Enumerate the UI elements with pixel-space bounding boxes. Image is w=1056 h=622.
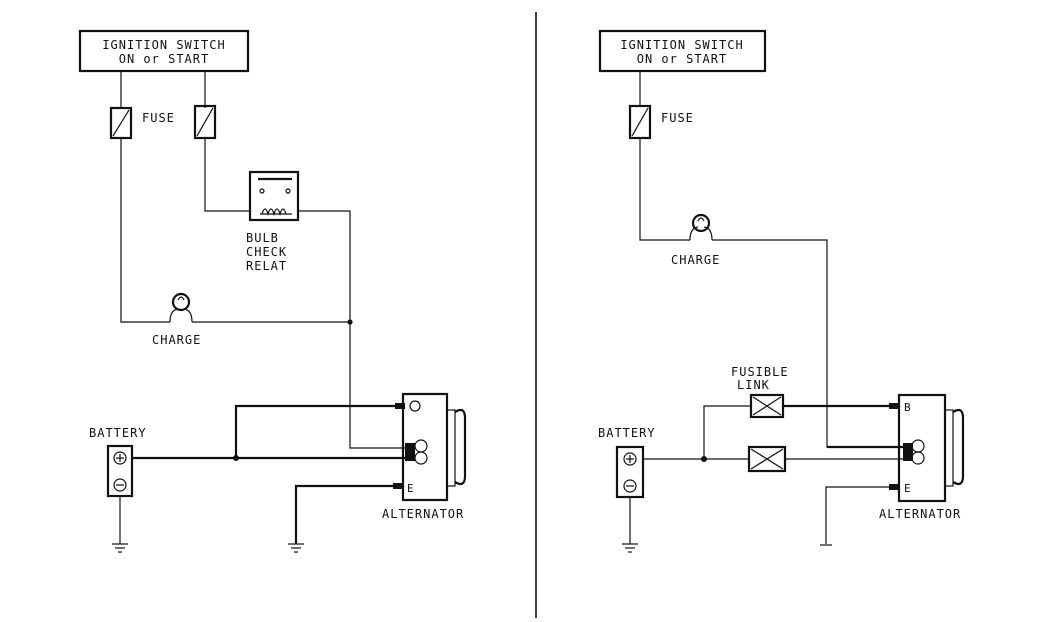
right-switch-label-1: IGNITION SWITCH — [620, 38, 743, 52]
right-switch-label-2: ON or START — [637, 52, 727, 66]
left-fuse-2 — [193, 104, 217, 140]
left-charge-lamp — [169, 292, 193, 323]
left-switch-label-2: ON or START — [119, 52, 209, 66]
right-wire — [712, 239, 905, 448]
left-relay-label-1: BULB — [246, 231, 279, 245]
right-junction-dot — [701, 456, 707, 462]
left-switch-label-1: IGNITION SWITCH — [102, 38, 225, 52]
right-battery — [615, 445, 645, 499]
right-fuse — [628, 104, 652, 140]
right-terminal-b: B — [904, 401, 912, 414]
left-ground-icon — [112, 543, 128, 553]
right-terminal-e: E — [904, 482, 912, 495]
right-alternator — [889, 393, 965, 503]
left-alternator-label: ALTERNATOR — [382, 507, 464, 521]
left-wire — [204, 138, 250, 212]
left-terminal-e: E — [407, 482, 415, 495]
left-wire — [234, 404, 405, 458]
right-ignition-switch: IGNITION SWITCH ON or START — [598, 29, 767, 73]
right-fusible-label-1: FUSIBLE — [731, 365, 789, 379]
right-charge-lamp — [689, 213, 713, 241]
left-battery-label: BATTERY — [89, 426, 147, 440]
left-bulb-check-relay — [248, 170, 300, 222]
left-junction-dot — [233, 455, 239, 461]
left-wire — [120, 138, 170, 323]
right-battery-label: BATTERY — [598, 426, 656, 440]
left-relay-label-2: CHECK — [246, 245, 287, 259]
left-fuse-label: FUSE — [142, 111, 175, 125]
left-battery — [106, 444, 134, 498]
right-wire — [639, 138, 690, 241]
left-charge-label: CHARGE — [152, 333, 201, 347]
left-ground-icon — [288, 543, 304, 553]
right-fusible-link-2 — [747, 445, 787, 473]
left-relay-label-3: RELAT — [246, 259, 287, 273]
left-wire — [298, 210, 413, 449]
left-diagram: IGNITION SWITCH ON or START FUSE — [78, 29, 467, 553]
left-fuse-1 — [109, 106, 133, 140]
right-charge-label: CHARGE — [671, 253, 720, 267]
left-ignition-switch: IGNITION SWITCH ON or START — [78, 29, 250, 73]
right-wire — [703, 405, 751, 459]
left-alternator — [393, 392, 467, 502]
right-fusible-link-1 — [749, 393, 785, 419]
right-diagram: IGNITION SWITCH ON or START FUSE CHARGE … — [598, 29, 965, 553]
left-junction-dot — [347, 319, 353, 325]
left-wire — [294, 484, 395, 544]
right-fuse-label: FUSE — [661, 111, 694, 125]
right-wire — [825, 486, 889, 544]
right-ground-icon — [622, 543, 638, 553]
right-fusible-label-2: LINK — [737, 378, 770, 392]
right-alternator-label: ALTERNATOR — [879, 507, 961, 521]
